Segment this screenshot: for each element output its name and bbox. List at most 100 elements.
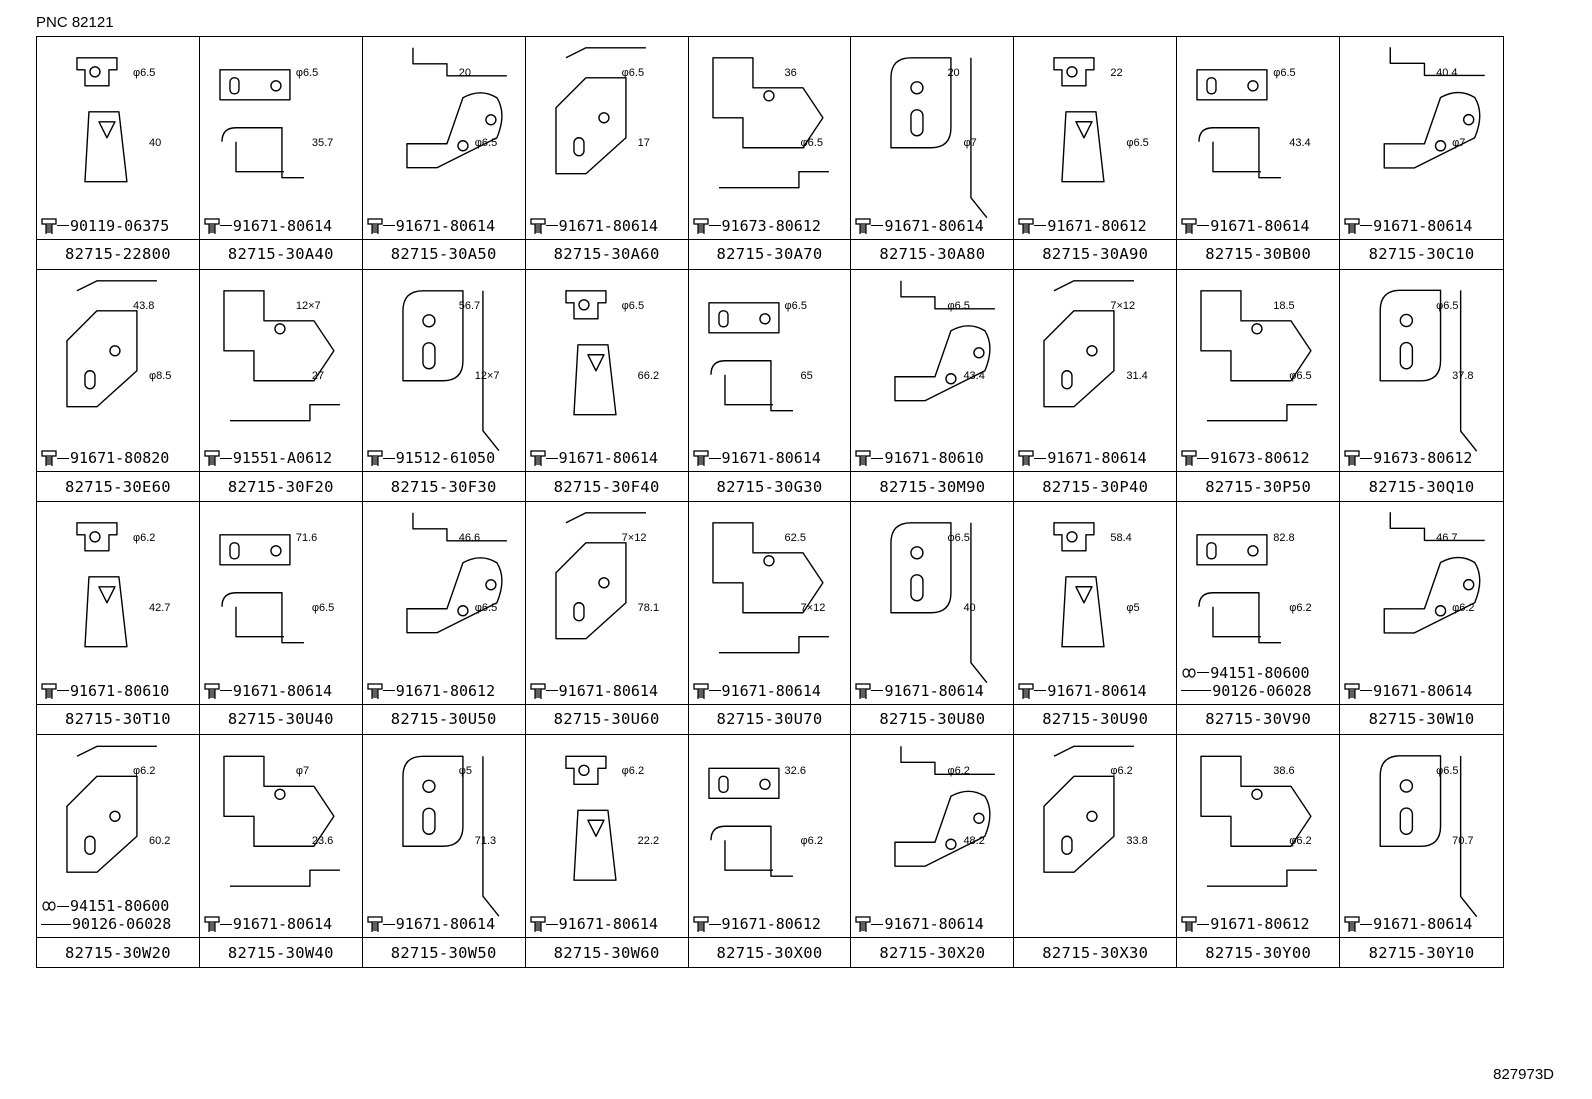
fastener-row[interactable]: 91671-80614 (855, 682, 1013, 700)
fastener-row[interactable]: 91551-A0612 (204, 449, 362, 467)
bracket-part-number[interactable]: 82715-30A50 (362, 238, 525, 269)
bracket-part-number[interactable]: 82715-30A40 (199, 238, 362, 269)
fastener-row[interactable]: 91671-80614 (204, 682, 362, 700)
fastener-row[interactable]: 91671-80614 (855, 915, 1013, 933)
fastener-row[interactable]: 91671-80614 (855, 217, 1013, 235)
fastener-row[interactable]: 91673-80612 (1344, 449, 1503, 467)
bracket-part-number[interactable]: 82715-30U50 (362, 703, 525, 734)
fastener-row[interactable]: 91671-80614 (204, 217, 362, 235)
bracket-part-number[interactable]: 82715-30A80 (851, 238, 1014, 269)
fastener-row[interactable]: 94151-80600 (41, 897, 199, 915)
fastener-row[interactable]: 91671-80610 (41, 682, 199, 700)
fastener-row[interactable]: 91671-80612 (1181, 915, 1339, 933)
fastener-row[interactable]: 91671-80612 (692, 915, 851, 933)
bracket-part-number[interactable]: 82715-30W50 (362, 937, 525, 967)
fastener-row[interactable]: 91671-80614 (367, 217, 525, 235)
bracket-part-number[interactable]: 82715-30T10 (37, 703, 199, 734)
fastener-row[interactable]: 91671-80612 (1018, 217, 1176, 235)
bracket-part-number[interactable]: 82715-30U80 (851, 703, 1014, 734)
fastener-row[interactable]: 91671-80614 (1018, 682, 1176, 700)
bracket-part-number[interactable]: 82715-30F30 (362, 471, 525, 501)
fastener-row[interactable]: 90126-06028 (41, 915, 199, 933)
fastener-row[interactable]: 91512-61050 (367, 449, 525, 467)
bracket-part-number[interactable]: 82715-30G30 (688, 471, 851, 501)
bracket-part-number[interactable]: 82715-30U90 (1014, 703, 1177, 734)
bracket-part-number[interactable]: 82715-30V90 (1177, 703, 1340, 734)
bracket-part-number[interactable]: 82715-30W40 (199, 937, 362, 967)
fastener-row[interactable]: 91671-80614 (204, 915, 362, 933)
fastener-row[interactable]: 90126-06028 (1181, 682, 1339, 700)
bracket-part-number[interactable]: 82715-30U60 (525, 703, 688, 734)
bracket-part-number[interactable]: 82715-30W10 (1340, 703, 1503, 734)
fastener-row[interactable]: 91671-80614 (1344, 915, 1503, 933)
bracket-part-number[interactable]: 82715-30F40 (525, 471, 688, 501)
bracket-part-number[interactable]: 82715-22800 (37, 238, 199, 269)
bracket-part-number[interactable]: 82715-30A70 (688, 238, 851, 269)
bracket-part-number[interactable]: 82715-30P40 (1014, 471, 1177, 501)
bracket-part-number[interactable]: 82715-30U40 (199, 703, 362, 734)
fastener-row[interactable]: 94151-80600 (1181, 664, 1339, 682)
fastener-row[interactable]: 91671-80612 (367, 682, 525, 700)
bracket-part-number[interactable]: 82715-30U70 (688, 703, 851, 734)
fastener-row[interactable]: 91671-80614 (1344, 682, 1503, 700)
bracket-part-number[interactable]: 82715-30W60 (525, 937, 688, 967)
bracket-part-number[interactable]: 82715-30Q10 (1340, 471, 1503, 501)
bracket-part-number[interactable]: 82715-30B00 (1177, 238, 1340, 269)
fastener-row[interactable]: 91671-80614 (367, 915, 525, 933)
bracket-part-number[interactable]: 82715-30X00 (688, 937, 851, 967)
fastener-row[interactable]: 91671-80614 (692, 682, 851, 700)
fastener-row[interactable]: 91671-80614 (530, 915, 688, 933)
bracket-part-number[interactable]: 82715-30C10 (1340, 238, 1503, 269)
fastener-row[interactable]: 91673-80612 (692, 217, 851, 235)
bracket-part-number[interactable]: 82715-30A60 (525, 238, 688, 269)
fastener-row[interactable]: 91671-80614 (530, 217, 688, 235)
bracket-part-number[interactable]: 82715-30X20 (851, 937, 1014, 967)
fastener-row[interactable]: 91671-80614 (530, 449, 688, 467)
fastener-row[interactable]: 91671-80614 (1181, 217, 1339, 235)
bracket-part-number[interactable]: 82715-30A90 (1014, 238, 1177, 269)
fastener-row[interactable]: 91671-80610 (855, 449, 1013, 467)
bracket-part-number[interactable]: 82715-30Y00 (1177, 937, 1340, 967)
fastener-row[interactable]: 91671-80614 (692, 449, 851, 467)
fastener-row[interactable]: 91673-80612 (1181, 449, 1339, 467)
bracket-part-number[interactable]: 82715-30P50 (1177, 471, 1340, 501)
bracket-part-number[interactable]: 82715-30Y10 (1340, 937, 1503, 967)
fastener-row[interactable]: 91671-80614 (530, 682, 688, 700)
fastener-row[interactable]: 91671-80614 (1344, 217, 1503, 235)
